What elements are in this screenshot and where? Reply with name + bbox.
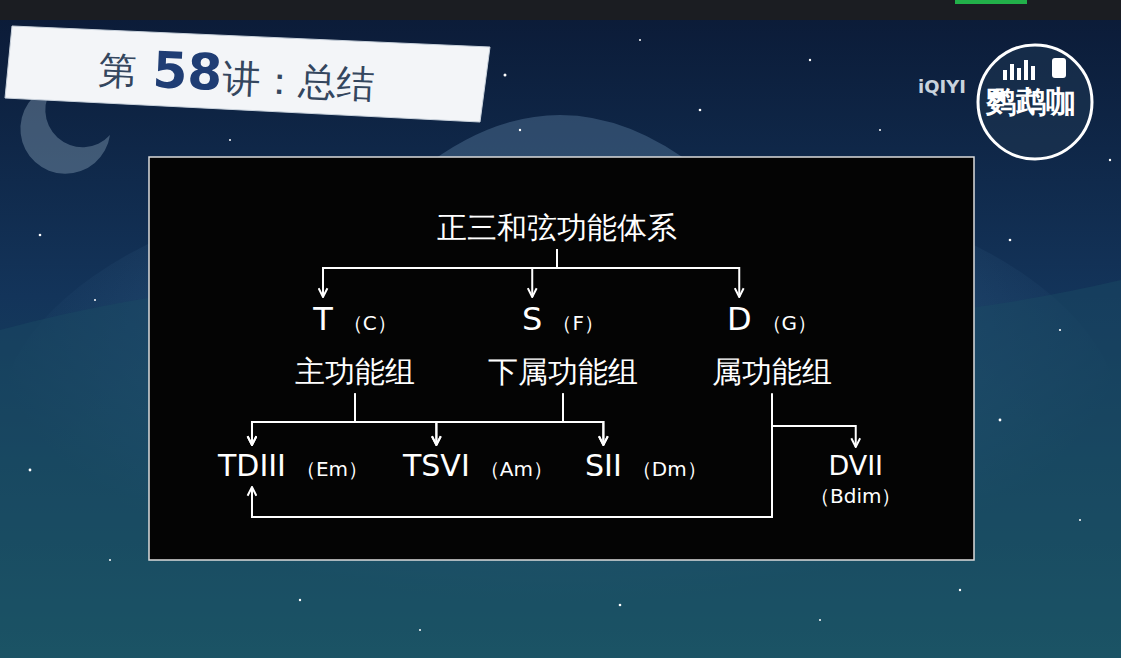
- connector: [772, 393, 856, 447]
- text-row: 属功能组: [712, 354, 832, 390]
- node-text: 属功能组: [712, 354, 832, 390]
- node-text: TDIII: [218, 448, 286, 484]
- logo-ring: [978, 45, 1092, 159]
- watermark: iQIYI: [918, 76, 966, 98]
- text-row: 主功能组: [295, 354, 415, 390]
- node-text: DVII: [828, 450, 883, 482]
- node-text: 正三和弦功能体系: [437, 210, 677, 246]
- connector: [252, 393, 563, 445]
- node-text: TSVI: [403, 448, 470, 484]
- diagram-panel: [149, 157, 974, 560]
- function-node: D （G） 属功能组: [712, 300, 832, 390]
- text-row: （Bdim）: [810, 484, 901, 508]
- node-text: （C）: [343, 311, 397, 335]
- function-node: T （C） 主功能组: [295, 300, 415, 390]
- node-text: （Em）: [296, 457, 368, 481]
- title-text: 讲：总结: [222, 56, 376, 108]
- title-banner: [5, 26, 490, 122]
- function-node: S （F） 下属功能组: [488, 300, 638, 390]
- connector: [563, 393, 603, 445]
- connector: [355, 393, 436, 445]
- function-node: 正三和弦功能体系: [437, 210, 677, 246]
- text-row: DVII: [828, 450, 883, 482]
- text-row: TDIII （Em）: [218, 448, 368, 484]
- text-row: TSVI （Am）: [403, 448, 553, 484]
- node-text: D: [727, 300, 752, 338]
- connector: [532, 249, 557, 297]
- connector: [436, 393, 563, 445]
- top-bar: [0, 0, 1121, 20]
- function-node: DVII（Bdim）: [810, 450, 901, 508]
- text-row: D （G）: [727, 300, 817, 338]
- function-node: TDIII （Em）: [218, 448, 368, 484]
- node-text: （Am）: [480, 457, 553, 481]
- node-text: （G）: [762, 311, 818, 335]
- text-row: T （C）: [313, 300, 397, 338]
- connector: [323, 249, 557, 297]
- text-row: S （F）: [522, 300, 604, 338]
- node-text: （Bdim）: [810, 484, 901, 508]
- title-text: 第: [98, 48, 138, 95]
- logo-text: 鹦鹉咖: [986, 84, 1076, 120]
- node-text: （F）: [552, 311, 604, 335]
- node-text: 主功能组: [295, 354, 415, 390]
- title-text: 58: [151, 40, 223, 103]
- stars: [29, 39, 1112, 631]
- logo-bars: [1003, 58, 1066, 80]
- connector: [355, 393, 603, 445]
- function-node: SII （Dm）: [585, 448, 707, 484]
- text-row: SII （Dm）: [585, 448, 707, 484]
- connector: [252, 393, 772, 517]
- function-node: TSVI （Am）: [403, 448, 553, 484]
- node-text: S: [522, 300, 542, 338]
- connector: [557, 249, 739, 297]
- text-row: 正三和弦功能体系: [437, 210, 677, 246]
- node-text: SII: [585, 448, 622, 484]
- node-text: T: [313, 300, 333, 338]
- node-text: （Dm）: [632, 457, 707, 481]
- text-row: 下属功能组: [488, 354, 638, 390]
- node-text: 下属功能组: [488, 354, 638, 390]
- bar-mark: [955, 0, 1027, 4]
- connector: [252, 393, 355, 445]
